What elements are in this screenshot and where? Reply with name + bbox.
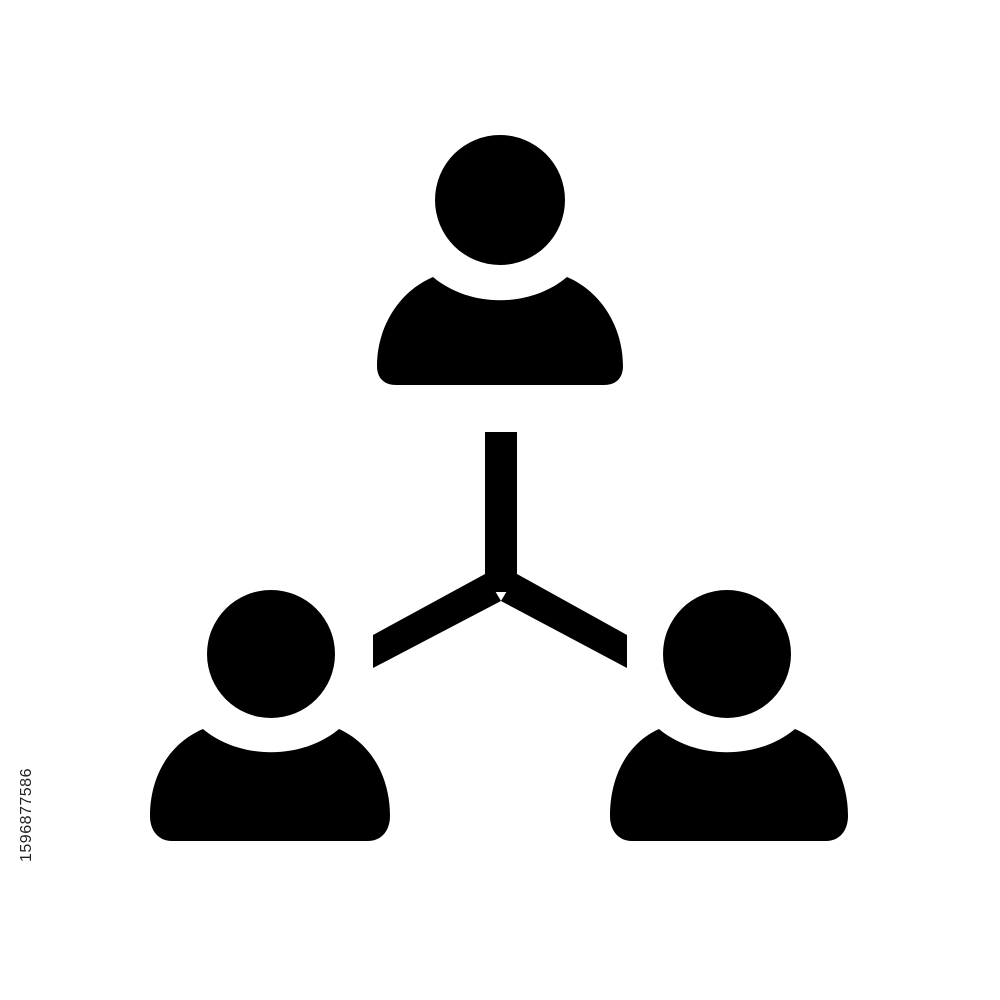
right-user-body [610,729,848,841]
top-user-body [377,277,623,385]
right-user-icon [610,590,848,841]
left-user-body [150,729,390,841]
connector-stem [485,432,517,592]
left-user-icon [150,590,390,841]
top-user-head [435,135,565,265]
stock-id-label: 1596877586 [0,0,35,1000]
top-user-icon [377,135,623,385]
left-user-head [207,590,335,718]
stock-id-text: 1596877586 [18,768,35,862]
connector-right-branch [501,574,627,668]
right-user-head [663,590,791,718]
connector-left-branch [373,574,501,668]
three-way-connector-icon [373,432,627,668]
